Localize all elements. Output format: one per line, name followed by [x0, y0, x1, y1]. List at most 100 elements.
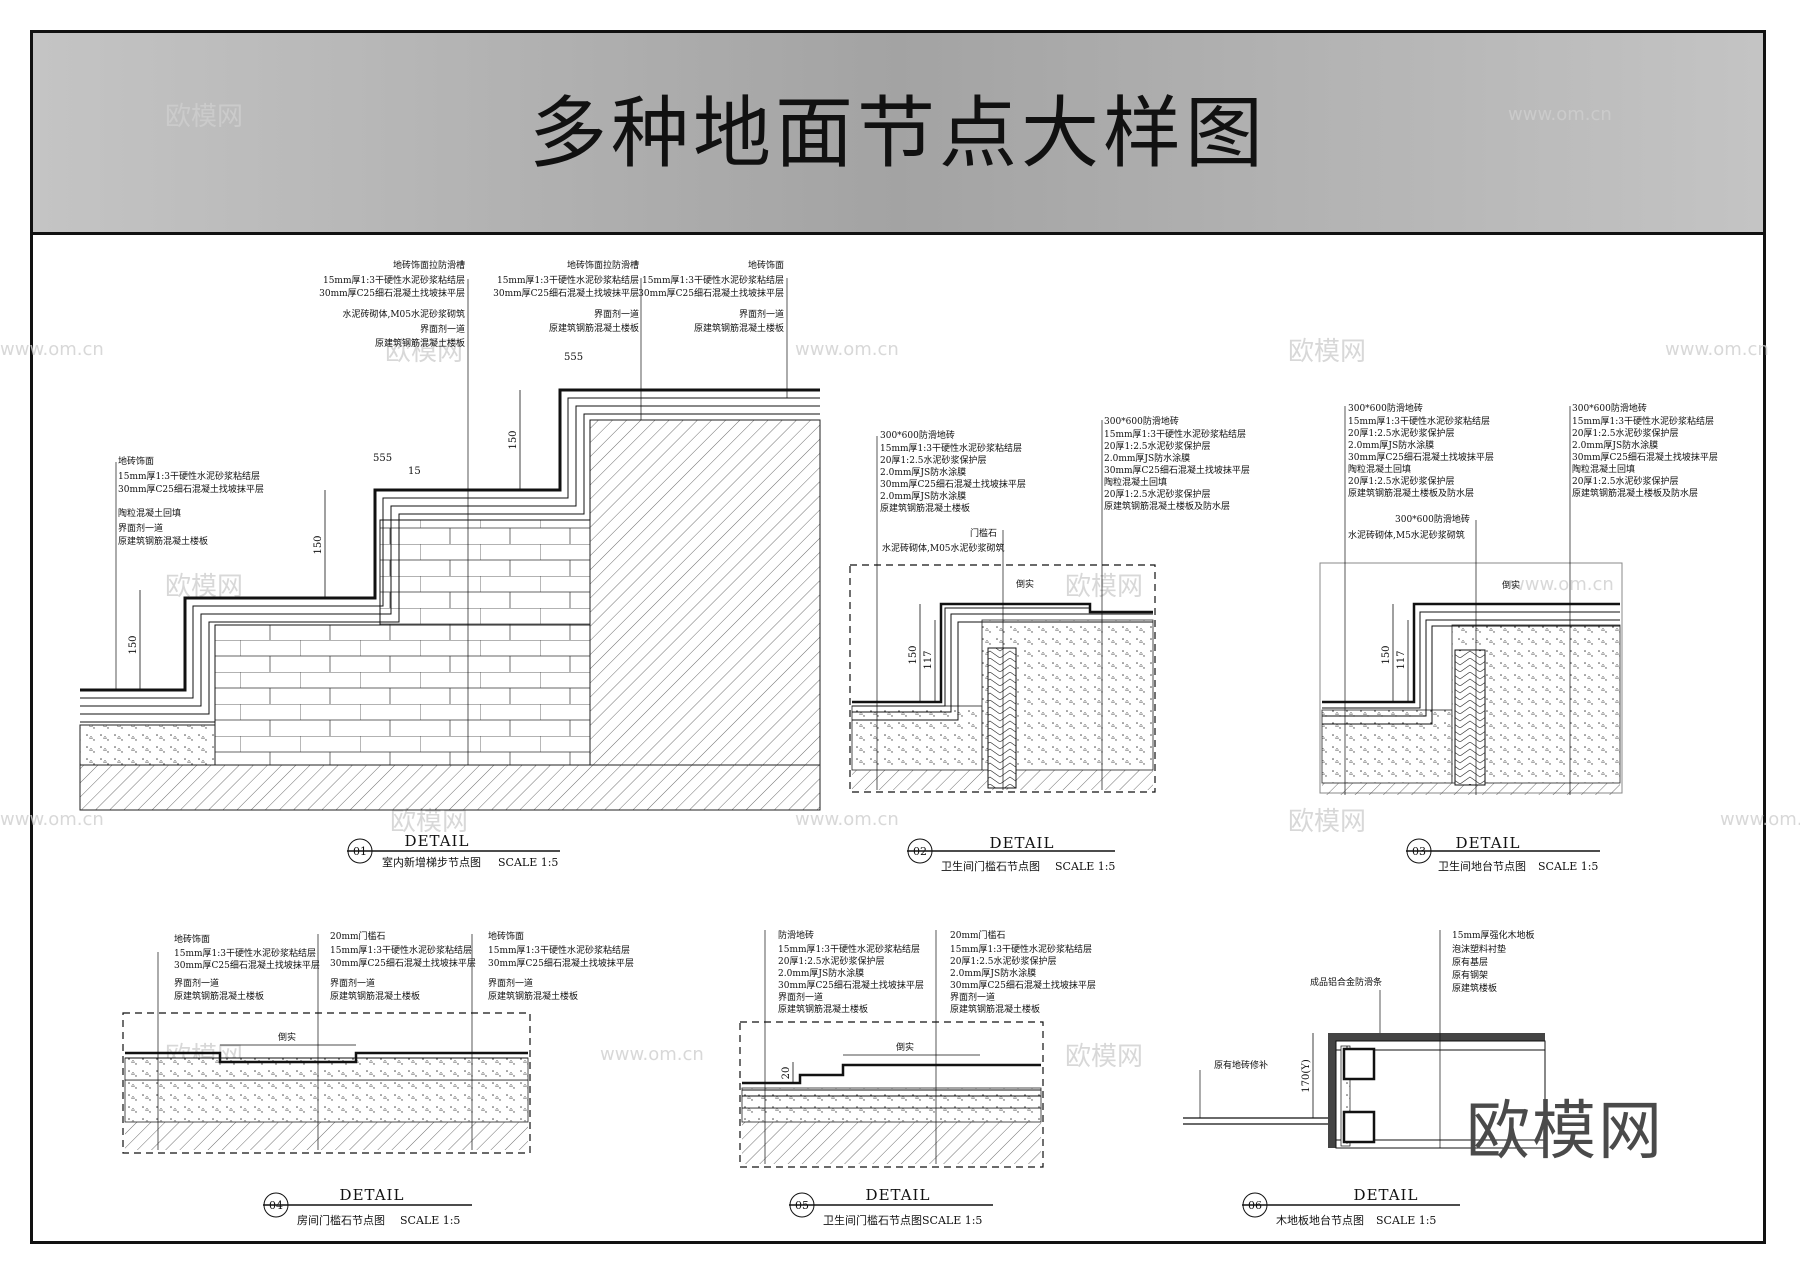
- detail-heading: DETAIL: [866, 1186, 931, 1204]
- callout-text: 15mm厚1:3干硬性水泥砂浆粘结层: [778, 943, 920, 955]
- callout-text: 界面剂一道: [950, 991, 995, 1003]
- detail-05: 倒实 20 防滑地砖 15mm厚1:3干硬性水泥砂浆粘结层 20厚1:2.5水泥…: [739, 929, 1096, 1227]
- detail-03: 150 117 倒实 300*600防滑地砖 15mm厚1:3干硬性水泥砂浆粘结…: [1319, 402, 1718, 873]
- callout-text: 15mm厚1:3干硬性水泥砂浆粘结层: [497, 274, 639, 286]
- brand-logo-text: 欧模网: [1466, 1095, 1664, 1169]
- structural-slab: [742, 1122, 1041, 1164]
- detail-name: 木地板地台节点图: [1276, 1213, 1364, 1227]
- dimension-riser: 150: [508, 430, 519, 449]
- callout-text: 原建筑钢筋混凝土楼板及防水层: [1104, 500, 1230, 512]
- watermark-brand: 欧模网: [390, 807, 468, 837]
- finish-line: [742, 1063, 1041, 1085]
- callout-right: 300*600防滑地砖 15mm厚1:3干硬性水泥砂浆粘结层 20厚1:2.5水…: [1104, 415, 1250, 512]
- detail-boundary: [122, 1012, 531, 1154]
- callout-text: 30mm厚C25细石混凝土找坡抹平层: [880, 478, 1026, 490]
- screed-layer: [851, 705, 983, 771]
- callout-text: 2.0mm厚JS防水涂膜: [1104, 452, 1190, 464]
- callout-text: 界面剂一道: [488, 977, 533, 989]
- callout-text: 原建筑钢筋混凝土楼板: [880, 502, 970, 514]
- brick-fill: [379, 519, 591, 626]
- detail-name: 卫生间地台节点图: [1438, 859, 1526, 873]
- callout-text: 地砖饰面: [118, 455, 154, 467]
- callout-text: 泡沫塑料衬垫: [1452, 943, 1506, 955]
- structural-slab: [125, 1122, 528, 1150]
- dimension-nosing: 555: [564, 352, 583, 363]
- callout-text: 原建筑钢筋混凝土楼板: [375, 337, 465, 349]
- callout-text: 30mm厚C25细石混凝土找坡抹平层: [1348, 451, 1494, 463]
- watermark-site: www.om.cn: [1508, 104, 1612, 125]
- callout-text: 地砖饰面拉防滑槽: [393, 259, 465, 271]
- platform-outline: [1335, 1040, 1546, 1149]
- watermark-brand: 欧模网: [1288, 337, 1366, 367]
- callout-text: 15mm厚1:3干硬性水泥砂浆粘结层: [488, 944, 630, 956]
- callout-text: 界面剂一道: [778, 991, 823, 1003]
- finish-line: [852, 602, 1153, 704]
- callout-text: 2.0mm厚JS防水涂膜: [778, 967, 864, 979]
- callout-text: 地砖饰面: [748, 259, 784, 271]
- watermark-site: www.om.cn: [1720, 809, 1800, 830]
- existing-floor-lines: [1183, 1117, 1328, 1125]
- stair-layer-line: [80, 413, 820, 715]
- callout-text: 15mm厚1:3干硬性水泥砂浆粘结层: [330, 944, 472, 956]
- callout-left: 300*600防滑地砖 15mm厚1:3干硬性水泥砂浆粘结层 20厚1:2.5水…: [1348, 402, 1494, 541]
- detail-scale: SCALE 1:5: [1055, 860, 1115, 873]
- callout-text: 界面剂一道: [118, 522, 163, 534]
- stair-finish-line: [80, 388, 820, 692]
- detail-01: 150 150 150 555 555 15 地砖饰面 15mm厚1:3干硬性水…: [79, 259, 821, 869]
- callout-text: 300*600防滑地砖: [1348, 402, 1423, 414]
- watermark-site: www.om.cn: [795, 339, 899, 360]
- callout-text: 界面剂一道: [330, 977, 375, 989]
- watermark-site: www.om.cn: [0, 339, 104, 360]
- detail-heading: DETAIL: [990, 834, 1055, 852]
- callout-text: 20厚1:2.5水泥砂浆保护层: [1572, 475, 1679, 487]
- callout-text: 原建筑钢筋混凝土楼板: [118, 535, 208, 547]
- callout-mid: 20mm门槛石 15mm厚1:3干硬性水泥砂浆粘结层 30mm厚C25细石混凝土…: [330, 930, 476, 1002]
- callout-text: 15mm厚1:3干硬性水泥砂浆粘结层: [174, 947, 316, 959]
- watermark-brand: 欧模网: [385, 337, 463, 367]
- callout-text: 原有钢架: [1452, 969, 1488, 981]
- callout-text: 水泥砖砌体,M05水泥砂浆砌筑: [882, 542, 1005, 554]
- detail-heading: DETAIL: [340, 1186, 405, 1204]
- callout-text: 原建筑钢筋混凝土楼板及防水层: [1348, 487, 1474, 499]
- callout-text: 陶粒混凝土回填: [1348, 463, 1411, 475]
- title-banner: 多种地面节点大样图: [33, 33, 1763, 235]
- watermark-brand: 欧模网: [1288, 807, 1366, 837]
- callout-text: 300*600防滑地砖: [880, 429, 955, 441]
- callout-text: 原建筑钢筋混凝土楼板: [694, 322, 784, 334]
- dimension-height: 150: [1381, 645, 1392, 664]
- watermark-brand: 欧模网: [1065, 1042, 1143, 1072]
- callout-text: 30mm厚C25细石混凝土找坡抹平层: [493, 287, 639, 299]
- concrete-mass: [589, 419, 821, 766]
- callout-text: 门槛石: [970, 527, 997, 539]
- detail-name: 室内新增梯步节点图: [382, 855, 481, 869]
- concrete-layer: [124, 1079, 529, 1123]
- dimension-height: 117: [1396, 650, 1407, 669]
- steel-frame-tube: [1342, 1110, 1376, 1144]
- detail-heading: DETAIL: [1456, 834, 1521, 852]
- dimension-height: 117: [923, 650, 934, 669]
- dimension-height: 150: [908, 645, 919, 664]
- tag-text: 倒实: [896, 1041, 914, 1053]
- callout-text: 地砖饰面: [488, 930, 524, 942]
- callout-right: 20mm门槛石 15mm厚1:3干硬性水泥砂浆粘结层 20厚1:2.5水泥砂浆保…: [950, 929, 1096, 1015]
- tag-text: 倒实: [1502, 579, 1520, 591]
- callout-text: 15mm厚1:3干硬性水泥砂浆粘结层: [323, 274, 465, 286]
- callout-text: 30mm厚C25细石混凝土找坡抹平层: [950, 979, 1096, 991]
- callout-text: 2.0mm厚JS防水涂膜: [950, 967, 1036, 979]
- callout-text: 水泥砖砌体,M05水泥砂浆砌筑: [342, 308, 465, 320]
- callout-text: 15mm厚强化木地板: [1452, 929, 1535, 941]
- callout-text: 30mm厚C25细石混凝土找坡抹平层: [638, 287, 784, 299]
- callout-text: 水泥砖砌体,M5水泥砂浆砌筑: [1348, 529, 1465, 541]
- structural-slab: [1322, 783, 1620, 795]
- callout-text: 15mm厚1:3干硬性水泥砂浆粘结层: [642, 274, 784, 286]
- callout-text: 界面剂一道: [739, 308, 784, 320]
- callout-right: 300*600防滑地砖 15mm厚1:3干硬性水泥砂浆粘结层 20厚1:2.5水…: [1572, 402, 1718, 499]
- callout-text: 成品铝合金防滑条: [1310, 976, 1382, 988]
- callout-text: 30mm厚C25细石混凝土找坡抹平层: [319, 287, 465, 299]
- brick-wall: [1454, 649, 1486, 786]
- callout-text: 2.0mm厚JS防水涂膜: [1572, 439, 1658, 451]
- stair-layer-line: [80, 405, 820, 707]
- finish-line: [1322, 602, 1620, 704]
- detail-scale: SCALE 1:5: [1376, 1214, 1436, 1227]
- callout-text: 15mm厚1:3干硬性水泥砂浆粘结层: [1348, 415, 1490, 427]
